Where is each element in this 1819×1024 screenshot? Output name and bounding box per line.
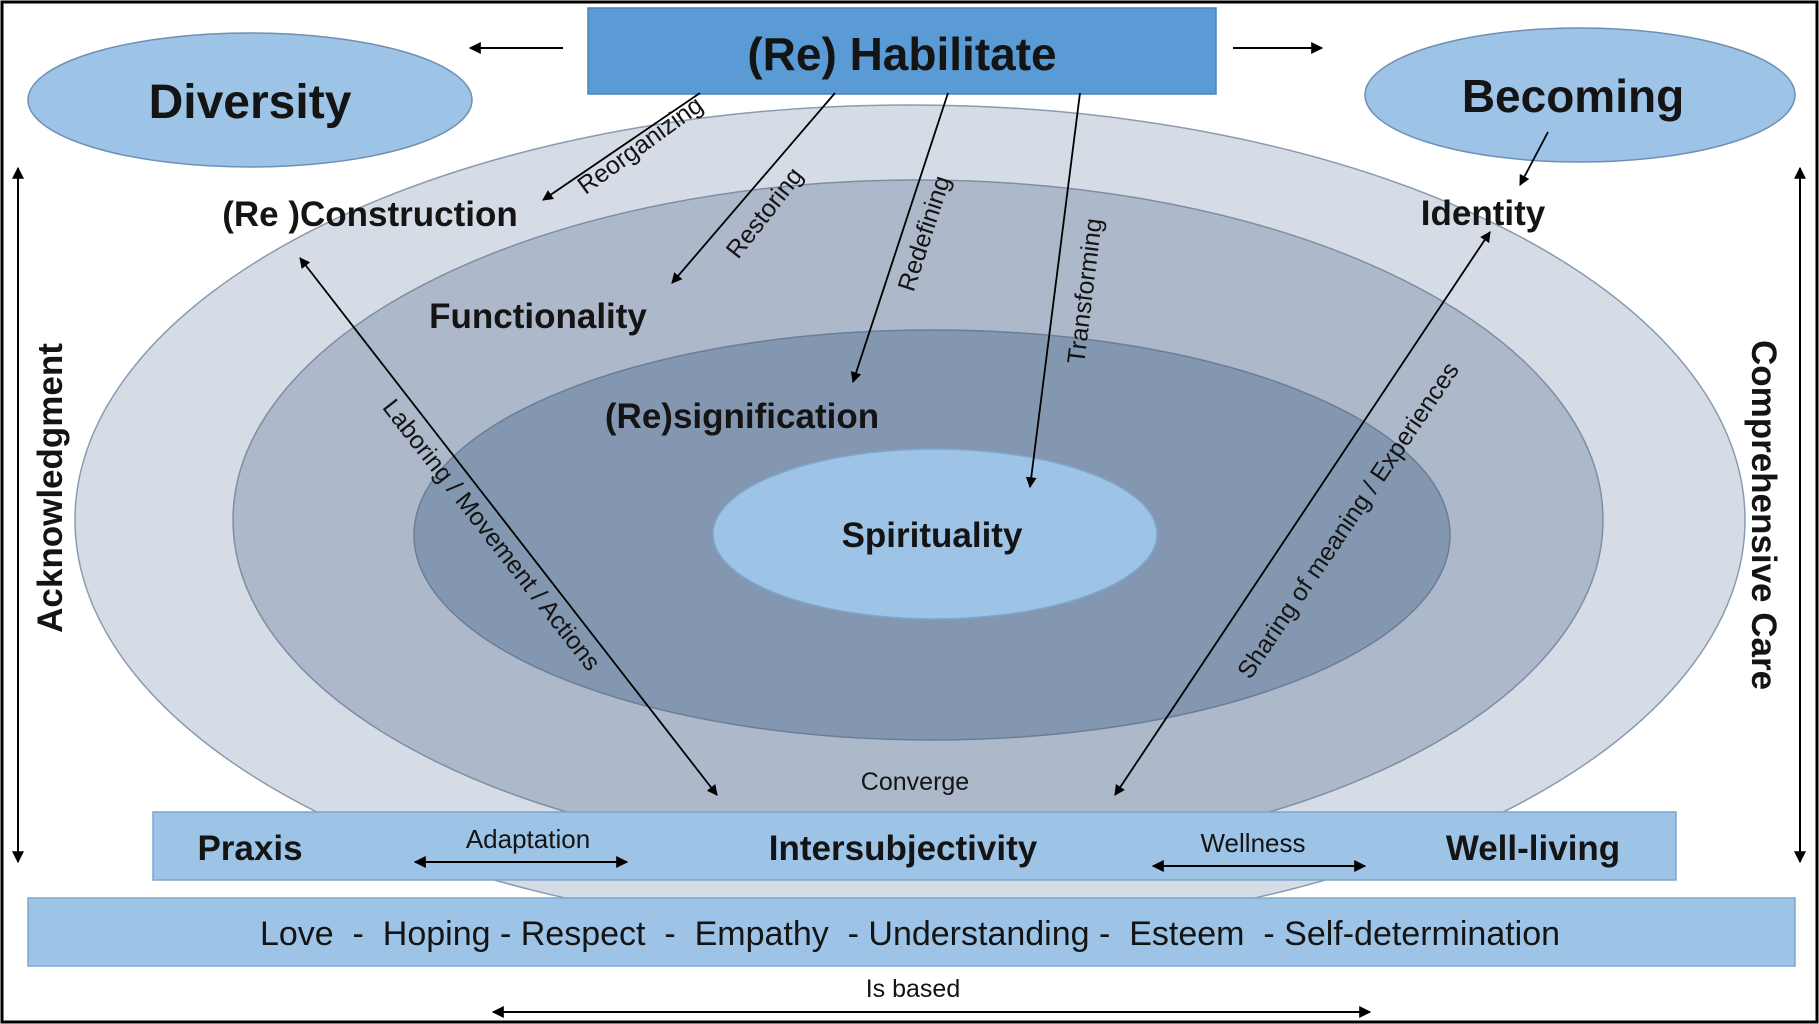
arrow-becoming-identity xyxy=(1519,131,1549,186)
intersubjectivity-label: Intersubjectivity xyxy=(769,829,1038,868)
comprehensive-care-label: Comprehensive Care xyxy=(1744,340,1783,690)
values-bar xyxy=(27,897,1796,967)
arrow-redefining xyxy=(850,92,949,384)
spirituality-label: Spirituality xyxy=(842,516,1023,555)
values-label: Love - Hoping - Respect - Empathy - Unde… xyxy=(260,915,1560,953)
title-label: (Re) Habilitate xyxy=(747,28,1056,80)
construction-label: (Re )Construction xyxy=(222,195,518,234)
resignification-label: (Re)signification xyxy=(605,397,879,436)
arrow-reorganizing xyxy=(542,92,701,201)
diversity-ellipse xyxy=(27,32,473,168)
arrow-restoring xyxy=(671,92,836,284)
converge-label: Converge xyxy=(861,768,969,796)
well-living-label: Well-living xyxy=(1446,829,1620,868)
wellness-label: Wellness xyxy=(1200,828,1305,858)
becoming-ellipse xyxy=(1364,27,1796,163)
identity-label: Identity xyxy=(1421,194,1546,233)
becoming-label: Becoming xyxy=(1462,70,1684,122)
arrow-sharing xyxy=(1114,231,1491,796)
arrow-laboring xyxy=(299,257,718,796)
adaptation-label: Adaptation xyxy=(466,824,590,854)
arrow-transforming xyxy=(1025,92,1081,489)
acknowledgment-label: Acknowledgment xyxy=(31,343,70,633)
praxis-label: Praxis xyxy=(197,829,302,868)
praxis-bar xyxy=(152,811,1677,881)
functionality-label: Functionality xyxy=(429,297,647,336)
is-based-label: Is based xyxy=(866,975,961,1003)
diversity-label: Diversity xyxy=(149,76,352,129)
title-box xyxy=(587,7,1217,95)
